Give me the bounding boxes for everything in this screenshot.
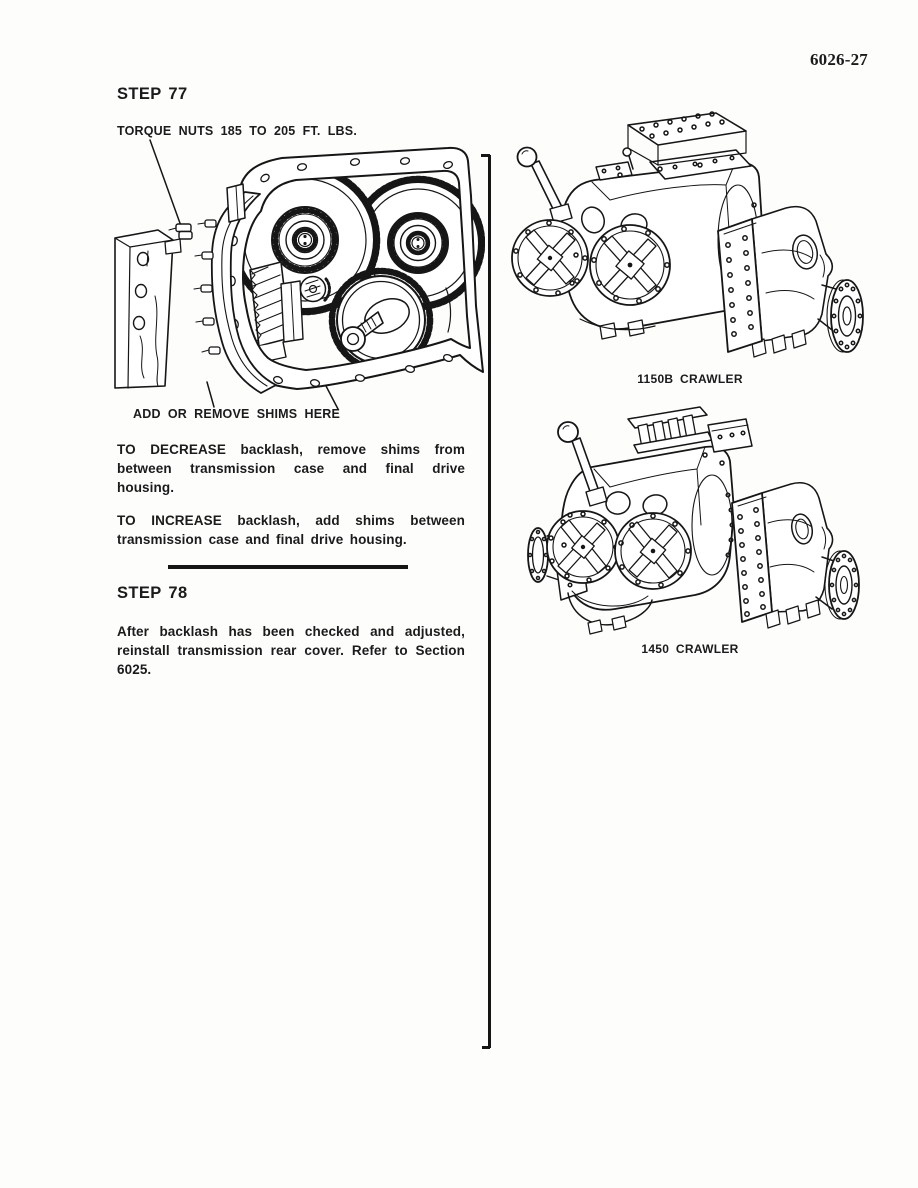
caption-1450-crawler: 1450 CRAWLER xyxy=(641,642,739,656)
figure-1450-crawler xyxy=(500,405,880,655)
page-number: 6026-27 xyxy=(809,50,868,69)
increase-backlash-paragraph: TO INCREASE backlash, add shims between … xyxy=(117,513,465,547)
column-divider-bottom-tick xyxy=(482,1046,490,1049)
figure-1150b-crawler xyxy=(500,105,880,370)
backlash-diagram-drawing xyxy=(114,139,485,410)
shims-callout-label: ADD OR REMOVE SHIMS HERE xyxy=(133,407,341,421)
step-78-heading: STEP 78 xyxy=(117,584,188,602)
step-77-heading: STEP 77 xyxy=(117,85,188,103)
column-divider-top-tick xyxy=(481,154,490,157)
torque-callout-label: TORQUE NUTS 185 TO 205 FT. LBS. xyxy=(117,124,357,138)
backlash-adjustment-figure xyxy=(110,136,485,426)
transmission-1450-drawing xyxy=(527,406,860,635)
section-divider-rule xyxy=(168,565,408,569)
caption-1150b-crawler: 1150B CRAWLER xyxy=(637,372,743,386)
transmission-1150b-drawing xyxy=(511,111,864,358)
decrease-backlash-paragraph: TO DECREASE backlash, remove shims from … xyxy=(117,442,465,495)
column-divider-line xyxy=(488,155,491,1048)
step-78-paragraph: After backlash has been checked and adju… xyxy=(117,624,465,677)
